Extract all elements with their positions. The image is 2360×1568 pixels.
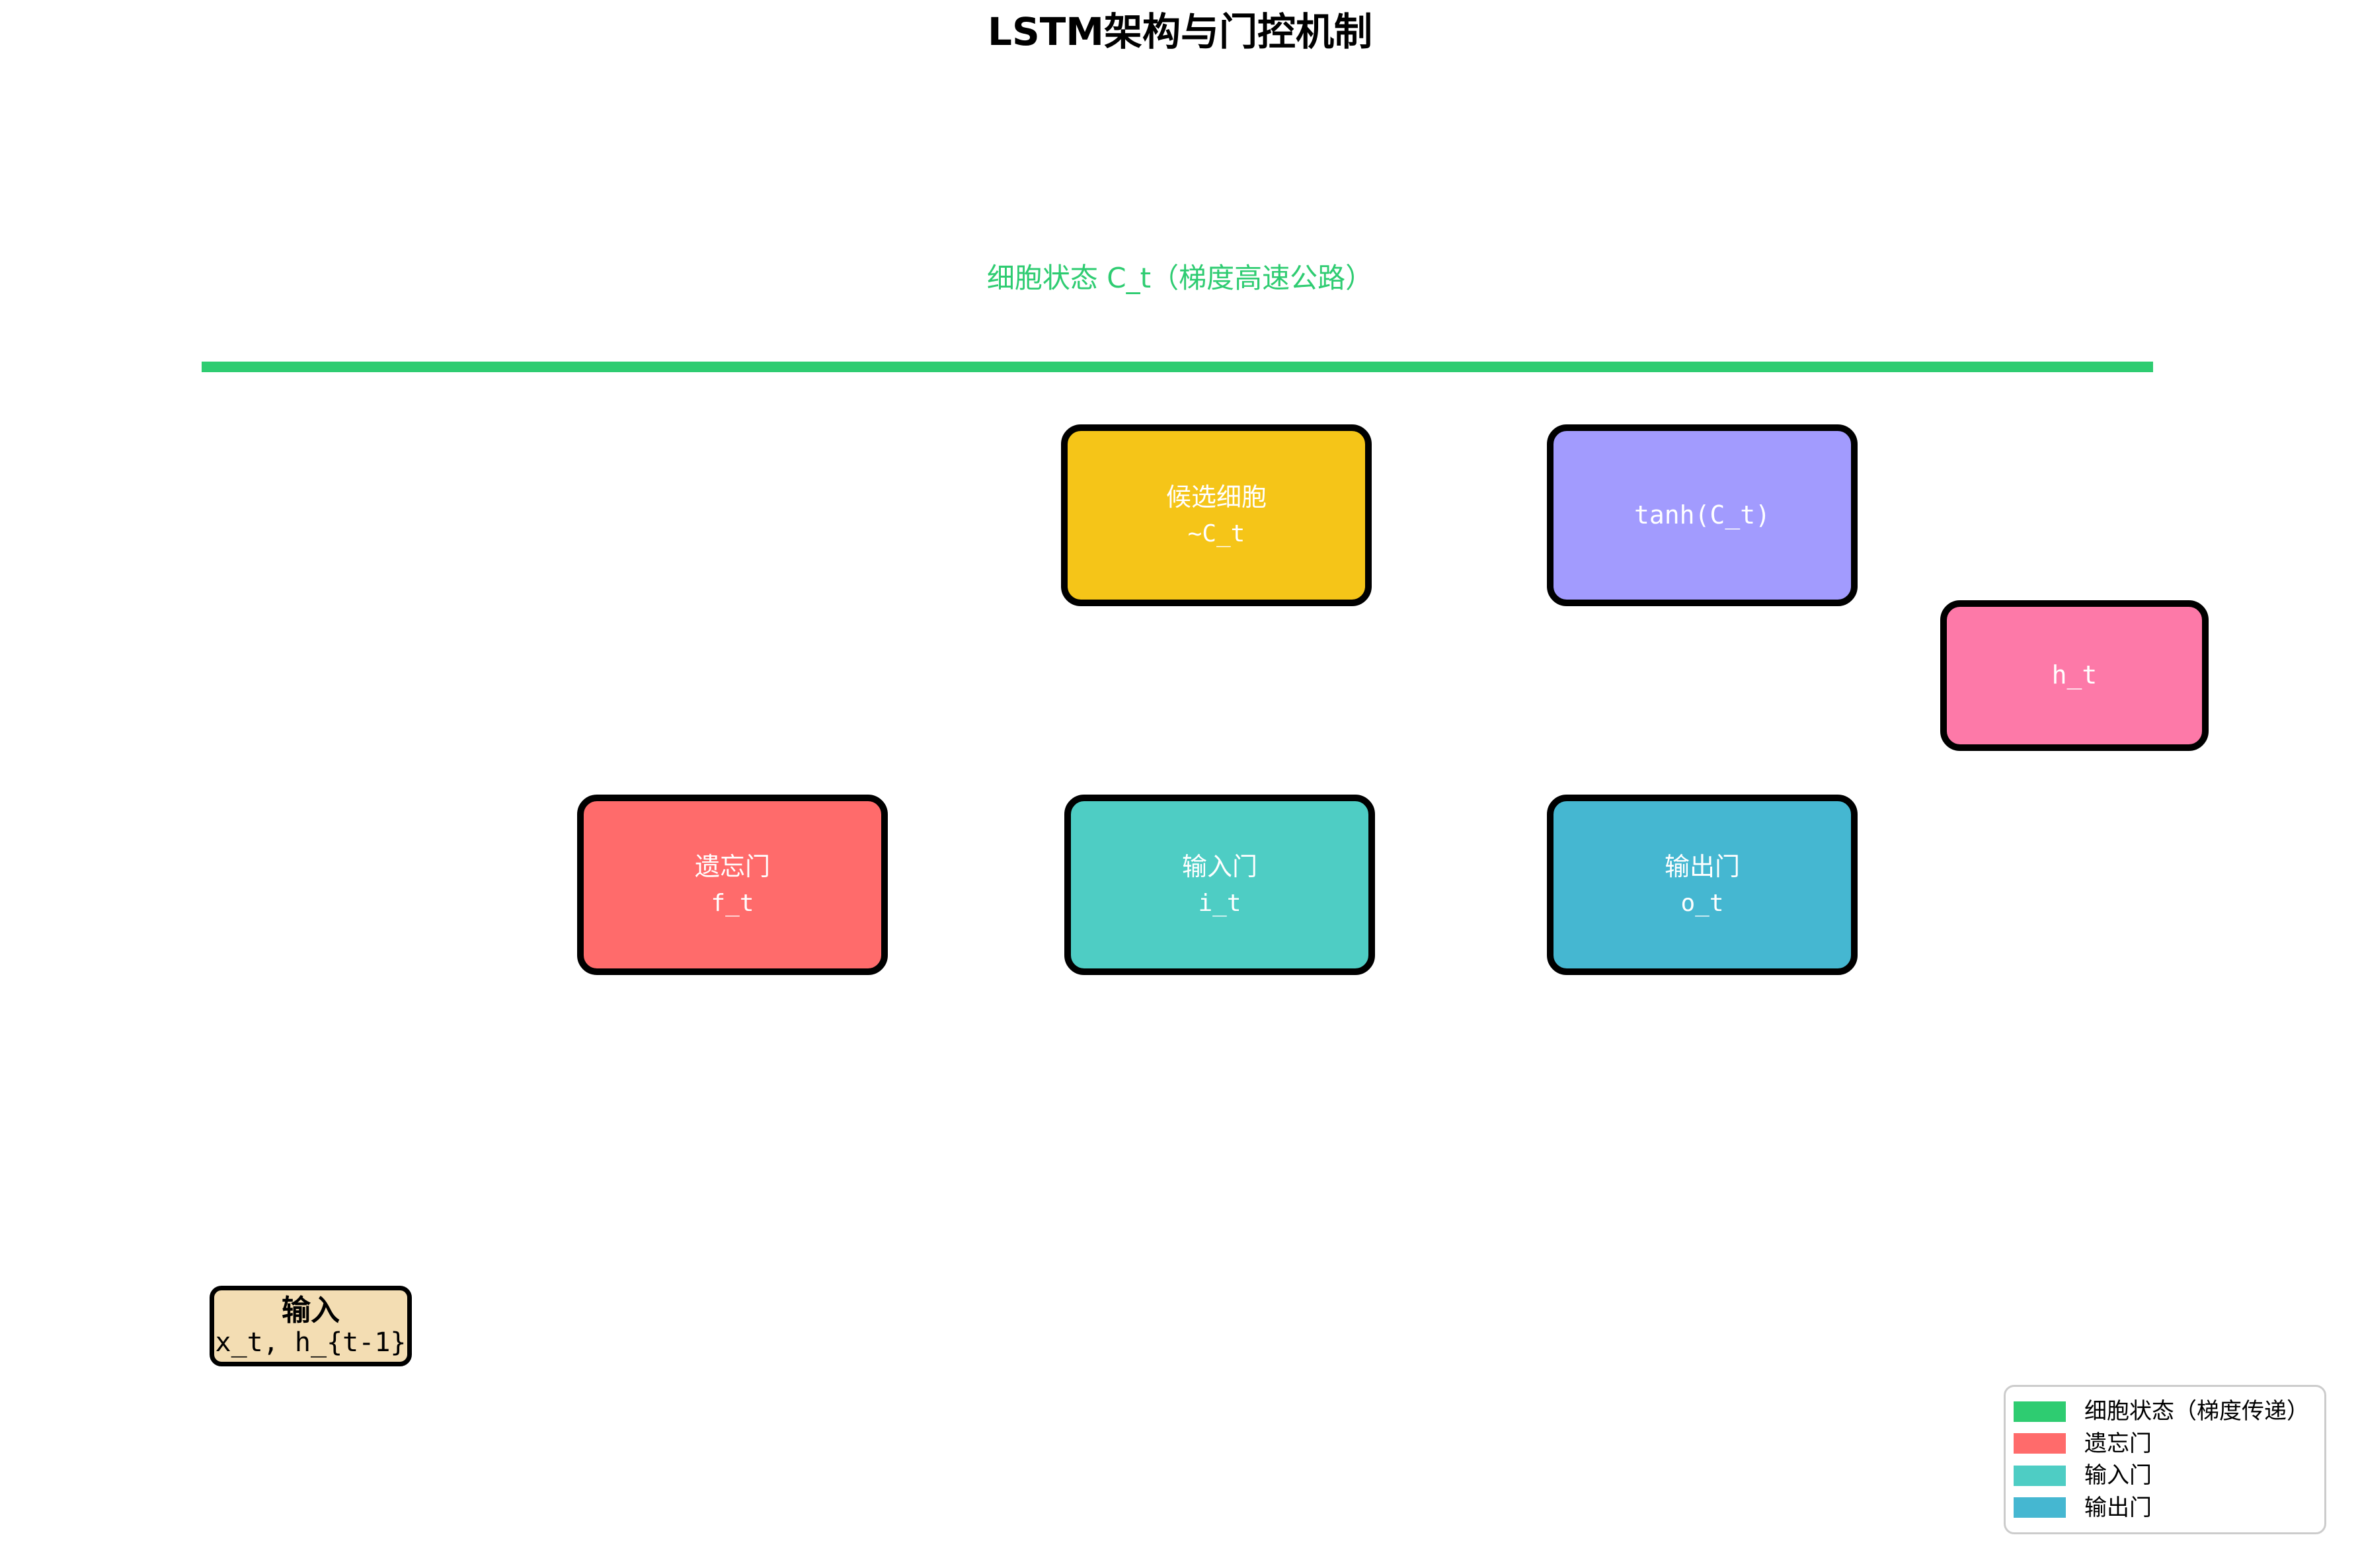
legend-swatch-input-gate	[2014, 1465, 2066, 1486]
node-input-gate: 输入门 i_t	[1064, 795, 1375, 975]
node-input-gate-name: 输入门	[1181, 852, 1257, 882]
legend-label-forget-gate: 遗忘门	[2084, 1430, 2152, 1457]
node-forget-gate-name: 遗忘门	[694, 852, 770, 882]
node-input-gate-symbol: i_t	[1198, 889, 1241, 917]
node-input: 输入 x_t, h_{t-1}	[210, 1286, 412, 1366]
legend-item-cell-state: 细胞状态（梯度传递）	[2014, 1396, 2316, 1427]
node-hidden-state-label: h_t	[2051, 660, 2098, 690]
cell-state-label: 细胞状态 C_t（梯度高速公路）	[986, 262, 1374, 294]
cell-state-highway-line	[202, 362, 2153, 372]
legend-label-input-gate: 输入门	[2084, 1462, 2152, 1489]
node-output-gate-name: 输出门	[1664, 852, 1740, 882]
node-hidden-state: h_t	[1940, 600, 2209, 751]
node-input-name: 输入	[282, 1293, 340, 1327]
node-tanh-output-label: tanh(C_t)	[1634, 500, 1770, 529]
diagram-title: LSTM架构与门控机制	[987, 9, 1372, 54]
legend-item-output-gate: 输出门	[2014, 1493, 2316, 1523]
legend-swatch-forget-gate	[2014, 1433, 2066, 1454]
legend-label-output-gate: 输出门	[2084, 1494, 2152, 1521]
legend-item-input-gate: 输入门	[2014, 1460, 2316, 1491]
node-forget-gate: 遗忘门 f_t	[577, 795, 888, 975]
legend: 细胞状态（梯度传递） 遗忘门 输入门 输出门	[2004, 1385, 2326, 1534]
node-candidate-cell: 候选细胞 ~C_t	[1061, 424, 1372, 606]
legend-swatch-output-gate	[2014, 1497, 2066, 1518]
legend-swatch-cell-state	[2014, 1401, 2066, 1422]
node-candidate-cell-name: 候选细胞	[1165, 483, 1267, 512]
legend-item-forget-gate: 遗忘门	[2014, 1429, 2316, 1459]
node-forget-gate-symbol: f_t	[711, 889, 754, 917]
node-input-symbol: x_t, h_{t-1}	[215, 1327, 407, 1358]
node-candidate-cell-symbol: ~C_t	[1187, 520, 1245, 547]
node-output-gate-symbol: o_t	[1680, 889, 1724, 917]
node-output-gate: 输出门 o_t	[1547, 795, 1858, 975]
legend-label-cell-state: 细胞状态（梯度传递）	[2084, 1398, 2309, 1425]
node-tanh-output: tanh(C_t)	[1547, 424, 1858, 606]
